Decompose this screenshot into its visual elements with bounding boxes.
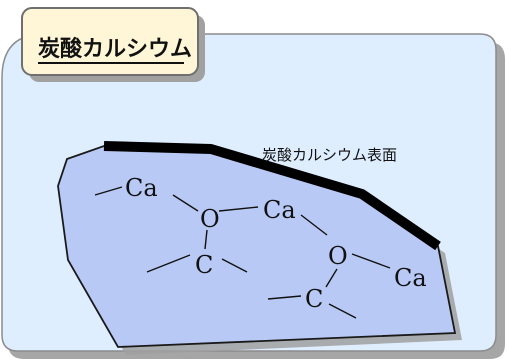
atom-o2: O	[328, 242, 348, 270]
atom-ca1: Ca	[125, 174, 158, 202]
bond-c2-right	[328, 303, 357, 319]
bond-ca1-o1	[172, 194, 199, 212]
title-box	[21, 7, 199, 76]
atom-ca3: Ca	[394, 264, 427, 292]
title-text: 炭酸カルシウム	[38, 36, 192, 62]
atom-o1: O	[200, 205, 220, 233]
bond-c1-right	[221, 258, 248, 273]
bond-c1-left	[146, 254, 191, 273]
bond-c2-left	[267, 295, 302, 300]
bond-o2-c2	[325, 268, 338, 288]
surface-line	[103, 141, 441, 251]
bond-ca2-o2	[300, 214, 328, 236]
bond-ca1-left	[94, 186, 123, 196]
bond-o1-c1	[204, 229, 208, 250]
bond-o2-ca3	[351, 253, 391, 269]
surface-label: 炭酸カルシウム表面	[262, 146, 397, 164]
atom-ca2: Ca	[263, 196, 296, 224]
atom-c2: C	[305, 285, 323, 313]
bond-o1-ca2	[218, 206, 259, 212]
atom-c1: C	[195, 251, 213, 279]
